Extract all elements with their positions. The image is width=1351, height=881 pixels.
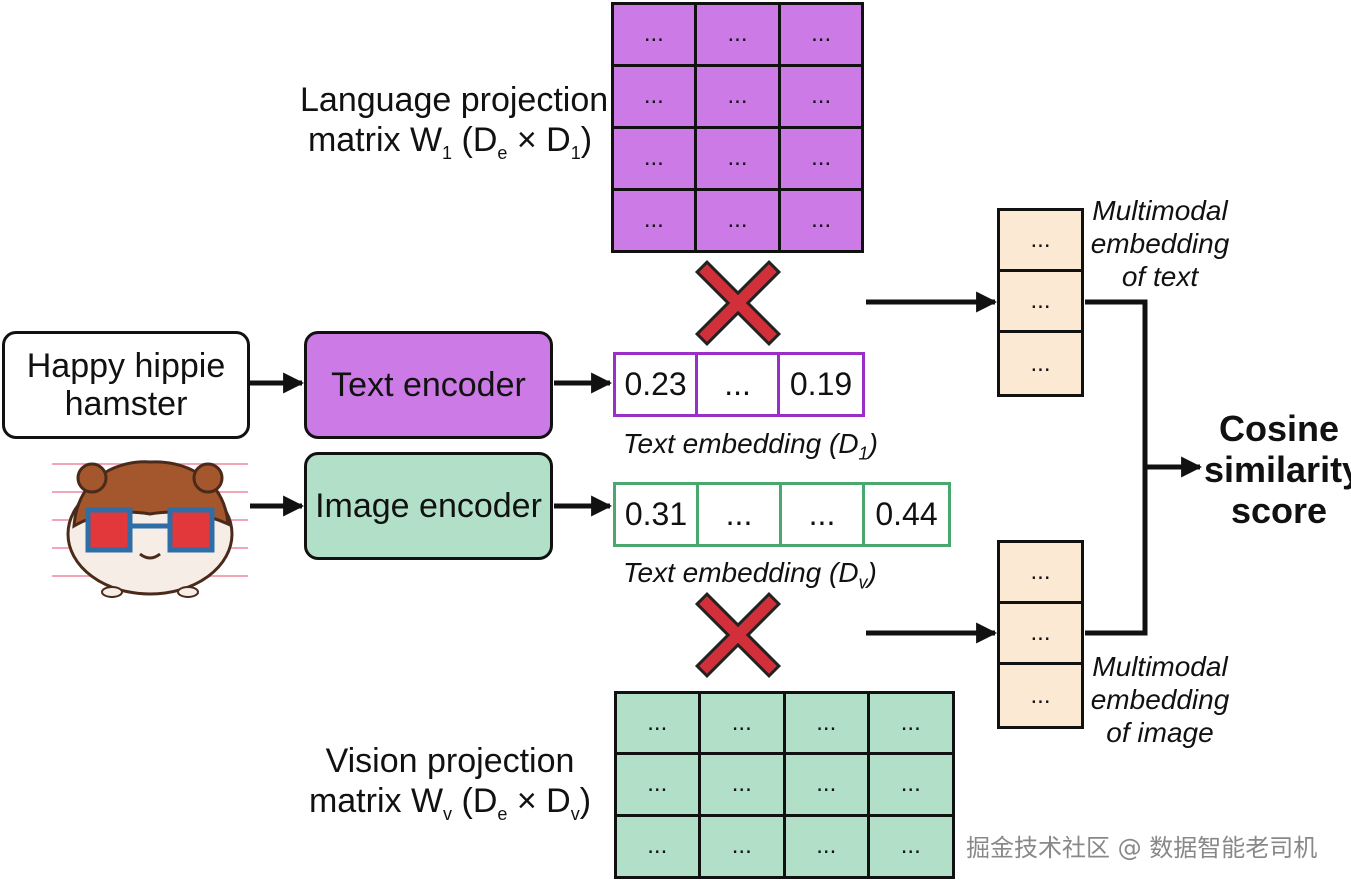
input-text-line1: Happy hippie (26, 347, 226, 385)
matrix-cell: ... (777, 63, 865, 129)
matrix-cell: ... (698, 690, 786, 756)
matrix-cell: ... (782, 690, 870, 756)
score-line: similarity (1204, 449, 1351, 490)
label-text: (D (452, 121, 498, 159)
caption-line: embedding (1090, 228, 1230, 259)
label-text: matrix W (307, 121, 443, 159)
matrix-cell: ... (694, 63, 781, 129)
label-text: (D (452, 782, 498, 820)
label-text: ) (579, 782, 592, 820)
caption-line: Multimodal (1092, 651, 1228, 682)
multimodal-text-caption: Multimodal embedding of text (1090, 194, 1230, 293)
image-embedding-vector: 0.31 ... ... 0.44 (613, 482, 951, 547)
image-encoder-label: Image encoder (315, 486, 542, 525)
merge-connector (1085, 299, 1148, 636)
matrix-cell: ... (613, 690, 701, 756)
text-embedding-vector: 0.23 ... 0.19 (613, 352, 865, 417)
subscript: e (497, 142, 508, 163)
hamster-with-glasses-icon (52, 460, 248, 598)
multimodal-image-embedding: ... ... ... (997, 540, 1084, 729)
image-embedding-cell: ... (782, 485, 865, 544)
matrix-cell: ... (694, 187, 781, 253)
matrix-cell: ... (610, 63, 698, 129)
caption-text: ) (868, 428, 878, 459)
text-embedding-cell: 0.23 (616, 355, 699, 414)
text-embedding-cell: ... (698, 355, 781, 414)
multimodal-text-embedding: ... ... ... (997, 208, 1084, 397)
matrix-cell: ... (610, 187, 698, 253)
label-text: × D (507, 121, 571, 159)
caption-line: of image (1106, 717, 1214, 748)
text-encoder-box: Text encoder (304, 331, 553, 439)
hamster-image (52, 454, 248, 598)
subscript: v (570, 803, 580, 824)
watermark: 掘金技术社区 @ 数据智能老司机 (966, 834, 1318, 862)
image-embedding-caption: Text embedding (Dv) (623, 557, 877, 594)
vision-matrix-label-line2: matrix Wv (De × Dv) (300, 781, 600, 834)
multimodal-image-cell: ... (1000, 604, 1081, 666)
score-line: score (1230, 490, 1328, 531)
matrix-cell: ... (867, 752, 955, 817)
matrix-cell: ... (777, 187, 865, 253)
matrix-cell: ... (694, 125, 781, 191)
input-text-box: Happy hippie hamster (2, 331, 250, 439)
matrix-cell: ... (782, 813, 870, 879)
text-embedding-cell: 0.19 (780, 355, 862, 414)
subscript: v (443, 803, 453, 824)
vision-matrix-label-line1: Vision projection (325, 742, 575, 780)
matrix-cell: ... (777, 1, 865, 67)
language-projection-matrix: .................................... (610, 1, 865, 253)
cosine-similarity-score-label: Cosine similarity score (1204, 408, 1351, 531)
multiply-icon-top (694, 259, 782, 347)
multimodal-text-cell: ... (1000, 211, 1081, 273)
matrix-cell: ... (698, 752, 786, 817)
matrix-cell: ... (610, 125, 698, 191)
caption-text: Text embedding (D (623, 428, 859, 459)
text-encoder-label: Text encoder (331, 365, 526, 404)
language-matrix-label: Language projection matrix W1 (De × D1) (300, 80, 609, 173)
label-text: matrix W (308, 782, 444, 820)
multimodal-text-cell: ... (1000, 272, 1081, 334)
matrix-cell: ... (867, 813, 955, 879)
multimodal-image-cell: ... (1000, 665, 1081, 726)
subscript: e (497, 803, 508, 824)
matrix-cell: ... (777, 125, 865, 191)
multimodal-text-cell: ... (1000, 333, 1081, 394)
multimodal-image-caption: Multimodal embedding of image (1090, 650, 1230, 749)
label-text: ) (580, 121, 593, 159)
image-encoder-box: Image encoder (304, 452, 553, 560)
text-embedding-caption: Text embedding (D1) (623, 428, 878, 465)
label-text: × D (507, 782, 571, 820)
caption-text: ) (867, 557, 877, 588)
caption-line: Multimodal (1092, 195, 1228, 226)
matrix-cell: ... (782, 752, 870, 817)
matrix-cell: ... (613, 813, 701, 879)
image-embedding-cell: ... (699, 485, 782, 544)
caption-line: embedding (1090, 684, 1230, 715)
caption-text: Text embedding (D (623, 557, 859, 588)
subscript: 1 (570, 142, 581, 163)
matrix-cell: ... (610, 1, 698, 67)
multiply-icon-bottom (694, 591, 782, 679)
vision-matrix-label: Vision projection matrix Wv (De × Dv) (300, 741, 600, 834)
multimodal-image-cell: ... (1000, 543, 1081, 605)
subscript: 1 (442, 142, 453, 163)
language-matrix-label-line1: Language projection (300, 81, 609, 119)
matrix-cell: ... (694, 1, 781, 67)
matrix-cell: ... (698, 813, 786, 879)
vision-projection-matrix: .................................... (613, 690, 955, 879)
caption-line: of text (1121, 261, 1199, 292)
image-embedding-cell: 0.31 (616, 485, 699, 544)
matrix-cell: ... (867, 690, 955, 756)
language-matrix-label-line2: matrix W1 (De × D1) (300, 120, 600, 173)
input-text-line2: hamster (64, 385, 188, 423)
score-line: Cosine (1218, 408, 1340, 449)
matrix-cell: ... (613, 752, 701, 817)
subscript: 1 (858, 443, 869, 464)
subscript: v (858, 572, 868, 593)
image-embedding-cell: 0.44 (865, 485, 948, 544)
